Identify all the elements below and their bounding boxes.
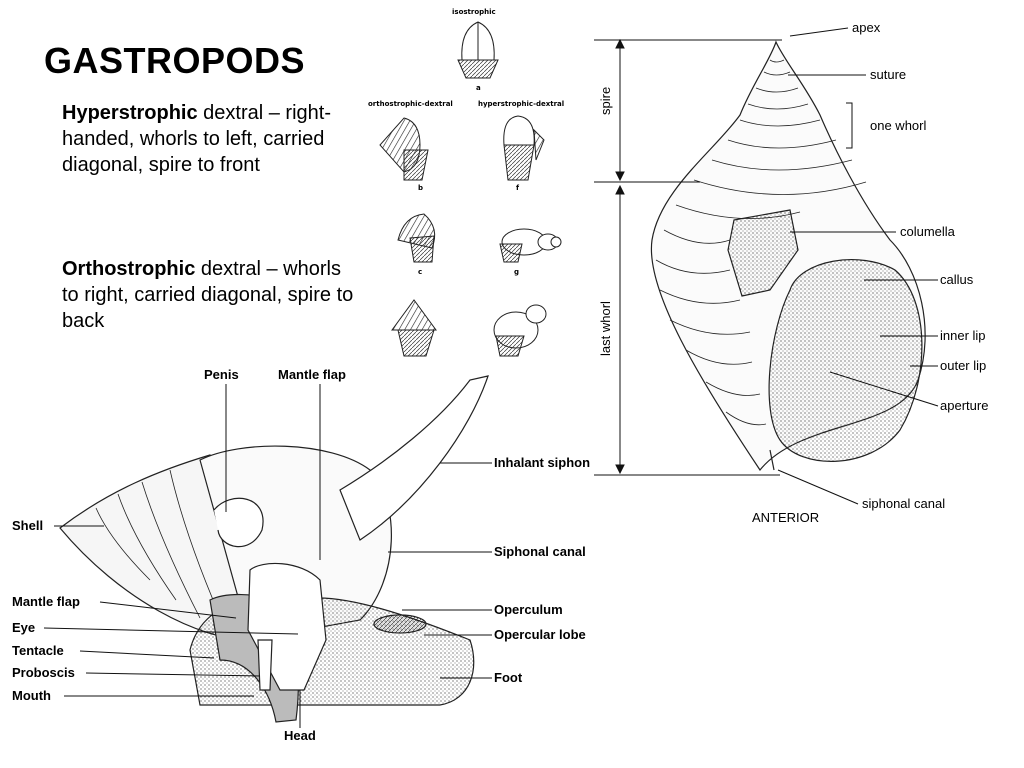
- orthostrophic-term: Orthostrophic: [62, 258, 196, 280]
- label-aperture: aperture: [940, 398, 989, 413]
- label-callus: callus: [940, 272, 974, 287]
- label-foot: Foot: [494, 670, 523, 685]
- label-hyperstrophic-dextral: hyperstrophic-dextral: [478, 100, 565, 108]
- label-shell: Shell: [12, 518, 44, 533]
- label-outer-lip: outer lip: [940, 358, 987, 373]
- label-suture: suture: [870, 67, 907, 82]
- hyperstrophic-term: Hyperstrophic: [62, 102, 198, 124]
- anatomy-leaders: [43, 384, 492, 728]
- label-opercular-lobe: Opercular lobe: [494, 627, 586, 642]
- ortho-shell-d: [391, 299, 437, 357]
- ortho-shell-c: [397, 213, 436, 263]
- label-orthostrophic-dextral: orthostrophic-dextral: [368, 100, 453, 108]
- label-spire: spire: [598, 86, 613, 115]
- isostrophic-shell: [457, 21, 499, 79]
- label-columella: columella: [900, 224, 955, 239]
- label-siphonal-canal: Siphonal canal: [494, 544, 586, 559]
- shell-dimension-lines: [594, 27, 939, 505]
- label-one-whorl: one whorl: [870, 118, 927, 133]
- label-eye: Eye: [12, 620, 36, 635]
- label-mantle-flap: Mantle flap: [12, 594, 80, 609]
- orthostrophic-description: Orthostrophic dextral – whorls to right,…: [62, 256, 362, 334]
- label-tentacle: Tentacle: [12, 643, 64, 658]
- hyperstrophic-text: dextral – right-handed, whorls to left, …: [62, 102, 331, 176]
- whelk-shell: [650, 40, 926, 472]
- whelk-anatomy: [59, 375, 489, 723]
- label-proboscis: Proboscis: [12, 665, 75, 680]
- label-anterior: ANTERIOR: [752, 510, 820, 525]
- label-mouth: Mouth: [12, 688, 51, 703]
- hyper-shell-f: [503, 115, 545, 181]
- label-letter-g: g: [514, 268, 520, 276]
- label-inner-lip: inner lip: [940, 328, 986, 343]
- label-penis: Penis: [204, 367, 239, 382]
- orthostrophic-text: dextral – whorls to right, carried diago…: [62, 258, 354, 332]
- hyper-shell-g: [499, 228, 562, 263]
- label-letter-a: a: [476, 84, 481, 92]
- label-mantle-flap-top: Mantle flap: [278, 367, 346, 382]
- ortho-shell-b: [379, 117, 429, 181]
- label-operculum: Operculum: [494, 602, 563, 617]
- label-inhalant-siphon: Inhalant siphon: [494, 455, 591, 470]
- label-letter-b: b: [418, 184, 424, 192]
- hyperstrophic-description: Hyperstrophic dextral – right-handed, wh…: [62, 100, 362, 178]
- label-isostrophic: isostrophic: [452, 8, 496, 16]
- label-letter-f: f: [516, 184, 520, 192]
- hyper-shell-h: [493, 304, 547, 357]
- label-letter-c: c: [418, 268, 423, 276]
- coiling-figures: [379, 21, 562, 357]
- page-title: GASTROPODS: [44, 40, 306, 81]
- label-last-whorl: last whorl: [598, 301, 613, 356]
- label-siphonal-canal-shell: siphonal canal: [862, 496, 946, 511]
- label-head: Head: [284, 728, 316, 743]
- label-apex: apex: [852, 20, 881, 35]
